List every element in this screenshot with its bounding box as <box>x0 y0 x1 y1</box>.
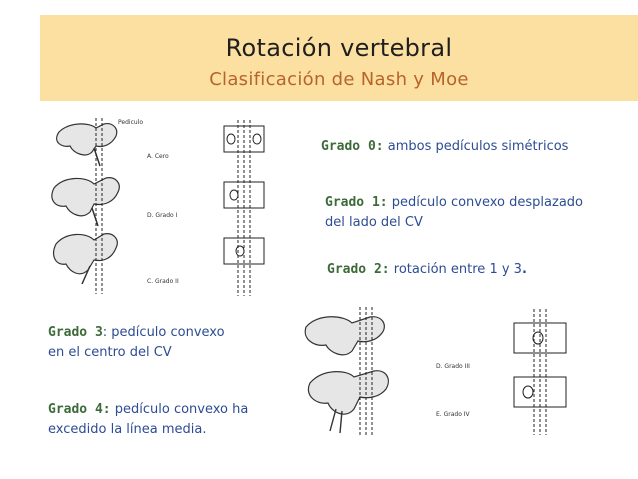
grade-4-key: Grado 4: <box>48 402 111 417</box>
vertebra-drawing <box>51 177 120 217</box>
grade-1-desc: pedículo convexo desplazado <box>387 195 583 210</box>
grade-1-key: Grado 1: <box>325 195 388 210</box>
grade-3-desc-2: en el centro del CV <box>48 345 172 360</box>
grade-2-end: . <box>521 262 527 277</box>
vertebra-figure-top: Pediculo A. Cero D. Grado I C. Grado II <box>51 118 265 296</box>
label-grado4: E. Grado IV <box>436 411 471 418</box>
grade-0-desc: ambos pedículos simétricos <box>383 139 569 154</box>
grade-3-key: Grado 3 <box>48 325 103 340</box>
vertebra-drawing <box>307 370 389 415</box>
grade-2-text: Grado 2: rotación entre 1 y 3. <box>327 260 527 280</box>
label-grado1: D. Grado I <box>147 212 178 219</box>
page-subtitle: Clasificación de Nash y Moe <box>209 69 469 90</box>
vertebra-drawing <box>56 123 118 156</box>
grade-4-text: Grado 4: pedículo convexo ha excedido la… <box>48 400 248 440</box>
vertebra-figure-bottom: D. Grado III E. Grado IV <box>304 307 567 437</box>
vertebra-drawing <box>304 316 385 356</box>
grade-1-text: Grado 1: pedículo convexo desplazado del… <box>325 193 583 233</box>
grade-0-text: Grado 0: ambos pedículos simétricos <box>321 137 568 157</box>
label-grado3: D. Grado III <box>436 363 470 370</box>
title-band <box>40 15 638 101</box>
grade-3-desc: : pedículo convexo <box>102 325 225 340</box>
grade-4-desc-2: excedido la línea media. <box>48 422 207 437</box>
grade-1-desc-2: del lado del CV <box>325 215 423 230</box>
grade-0-key: Grado 0: <box>321 139 384 154</box>
vertebra-drawing <box>53 233 118 275</box>
grade-3-text: Grado 3: pedículo convexo en el centro d… <box>48 323 225 363</box>
label-cero: A. Cero <box>147 153 169 160</box>
label-grado2: C. Grado II <box>147 278 179 285</box>
grade-2-desc: rotación entre 1 y 3 <box>389 262 522 277</box>
grade-2-key: Grado 2: <box>327 262 390 277</box>
grade-4-desc: pedículo convexo ha <box>110 402 249 417</box>
label-pediculo: Pediculo <box>118 119 143 126</box>
page-title: Rotación vertebral <box>225 34 453 62</box>
